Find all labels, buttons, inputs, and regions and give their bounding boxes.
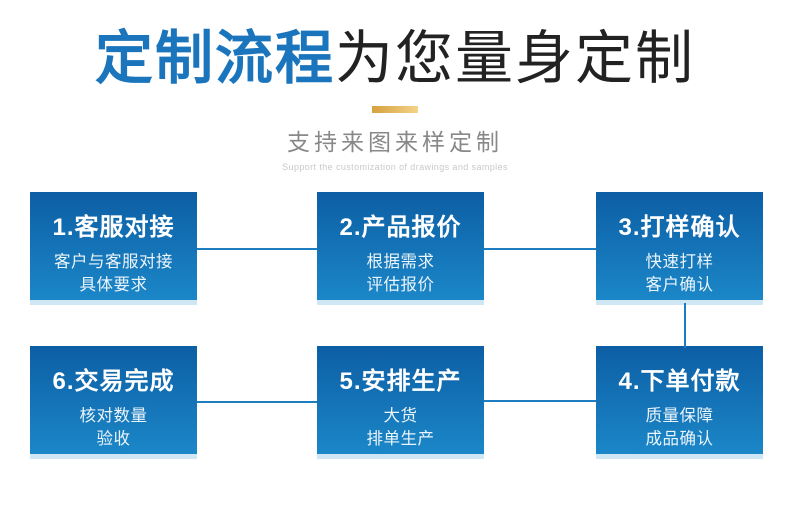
step-desc-line: 排单生产 (366, 430, 435, 448)
step-desc-line: 快速打样 (645, 253, 714, 271)
subtitle: 支持来图来样定制 (287, 129, 503, 155)
step-title: 2.产品报价 (339, 214, 462, 241)
step-title: 3.打样确认 (618, 214, 741, 241)
header: 定制流程为您量身定制 支持来图来样定制 Support the customiz… (0, 26, 790, 172)
step-title: 5.安排生产 (339, 368, 462, 395)
step-box-4-order-payment: 4.下单付款 质量保障 成品确认 (596, 346, 763, 459)
title-highlight: 定制流程 (94, 26, 335, 91)
step-title: 1.客服对接 (52, 214, 175, 241)
step-box-5-arrange-production: 5.安排生产 大货 排单生产 (317, 346, 484, 459)
step-desc-line: 评估报价 (366, 276, 435, 294)
step-desc-line: 验收 (96, 430, 131, 448)
step-desc-line: 成品确认 (645, 430, 714, 448)
step-box-1-customer-service: 1.客服对接 客户与客服对接 具体要求 (30, 192, 197, 305)
connector-line-3-4 (684, 303, 686, 348)
page-title: 定制流程为您量身定制 (0, 26, 790, 92)
step-desc-line: 质量保障 (645, 407, 714, 425)
step-desc-line: 根据需求 (366, 253, 435, 271)
step-title: 4.下单付款 (618, 368, 741, 395)
step-desc-line: 客户与客服对接 (54, 253, 173, 271)
step-desc-line: 客户确认 (645, 276, 714, 294)
step-box-3-sample-confirm: 3.打样确认 快速打样 客户确认 (596, 192, 763, 305)
connector-line-2-3 (484, 248, 596, 250)
subtitle-english: Support the customization of drawings an… (282, 162, 508, 172)
title-rest: 为您量身定制 (335, 26, 696, 91)
step-desc-line: 具体要求 (79, 276, 148, 294)
step-box-6-deal-complete: 6.交易完成 核对数量 验收 (30, 346, 197, 459)
connector-line-1-2 (197, 248, 317, 250)
gold-divider (372, 106, 418, 113)
step-desc-line: 核对数量 (79, 407, 148, 425)
connector-line-5-6 (197, 401, 317, 403)
step-title: 6.交易完成 (52, 368, 175, 395)
step-box-2-product-quote: 2.产品报价 根据需求 评估报价 (317, 192, 484, 305)
connector-line-4-5 (484, 400, 596, 402)
step-desc-line: 大货 (383, 407, 418, 425)
